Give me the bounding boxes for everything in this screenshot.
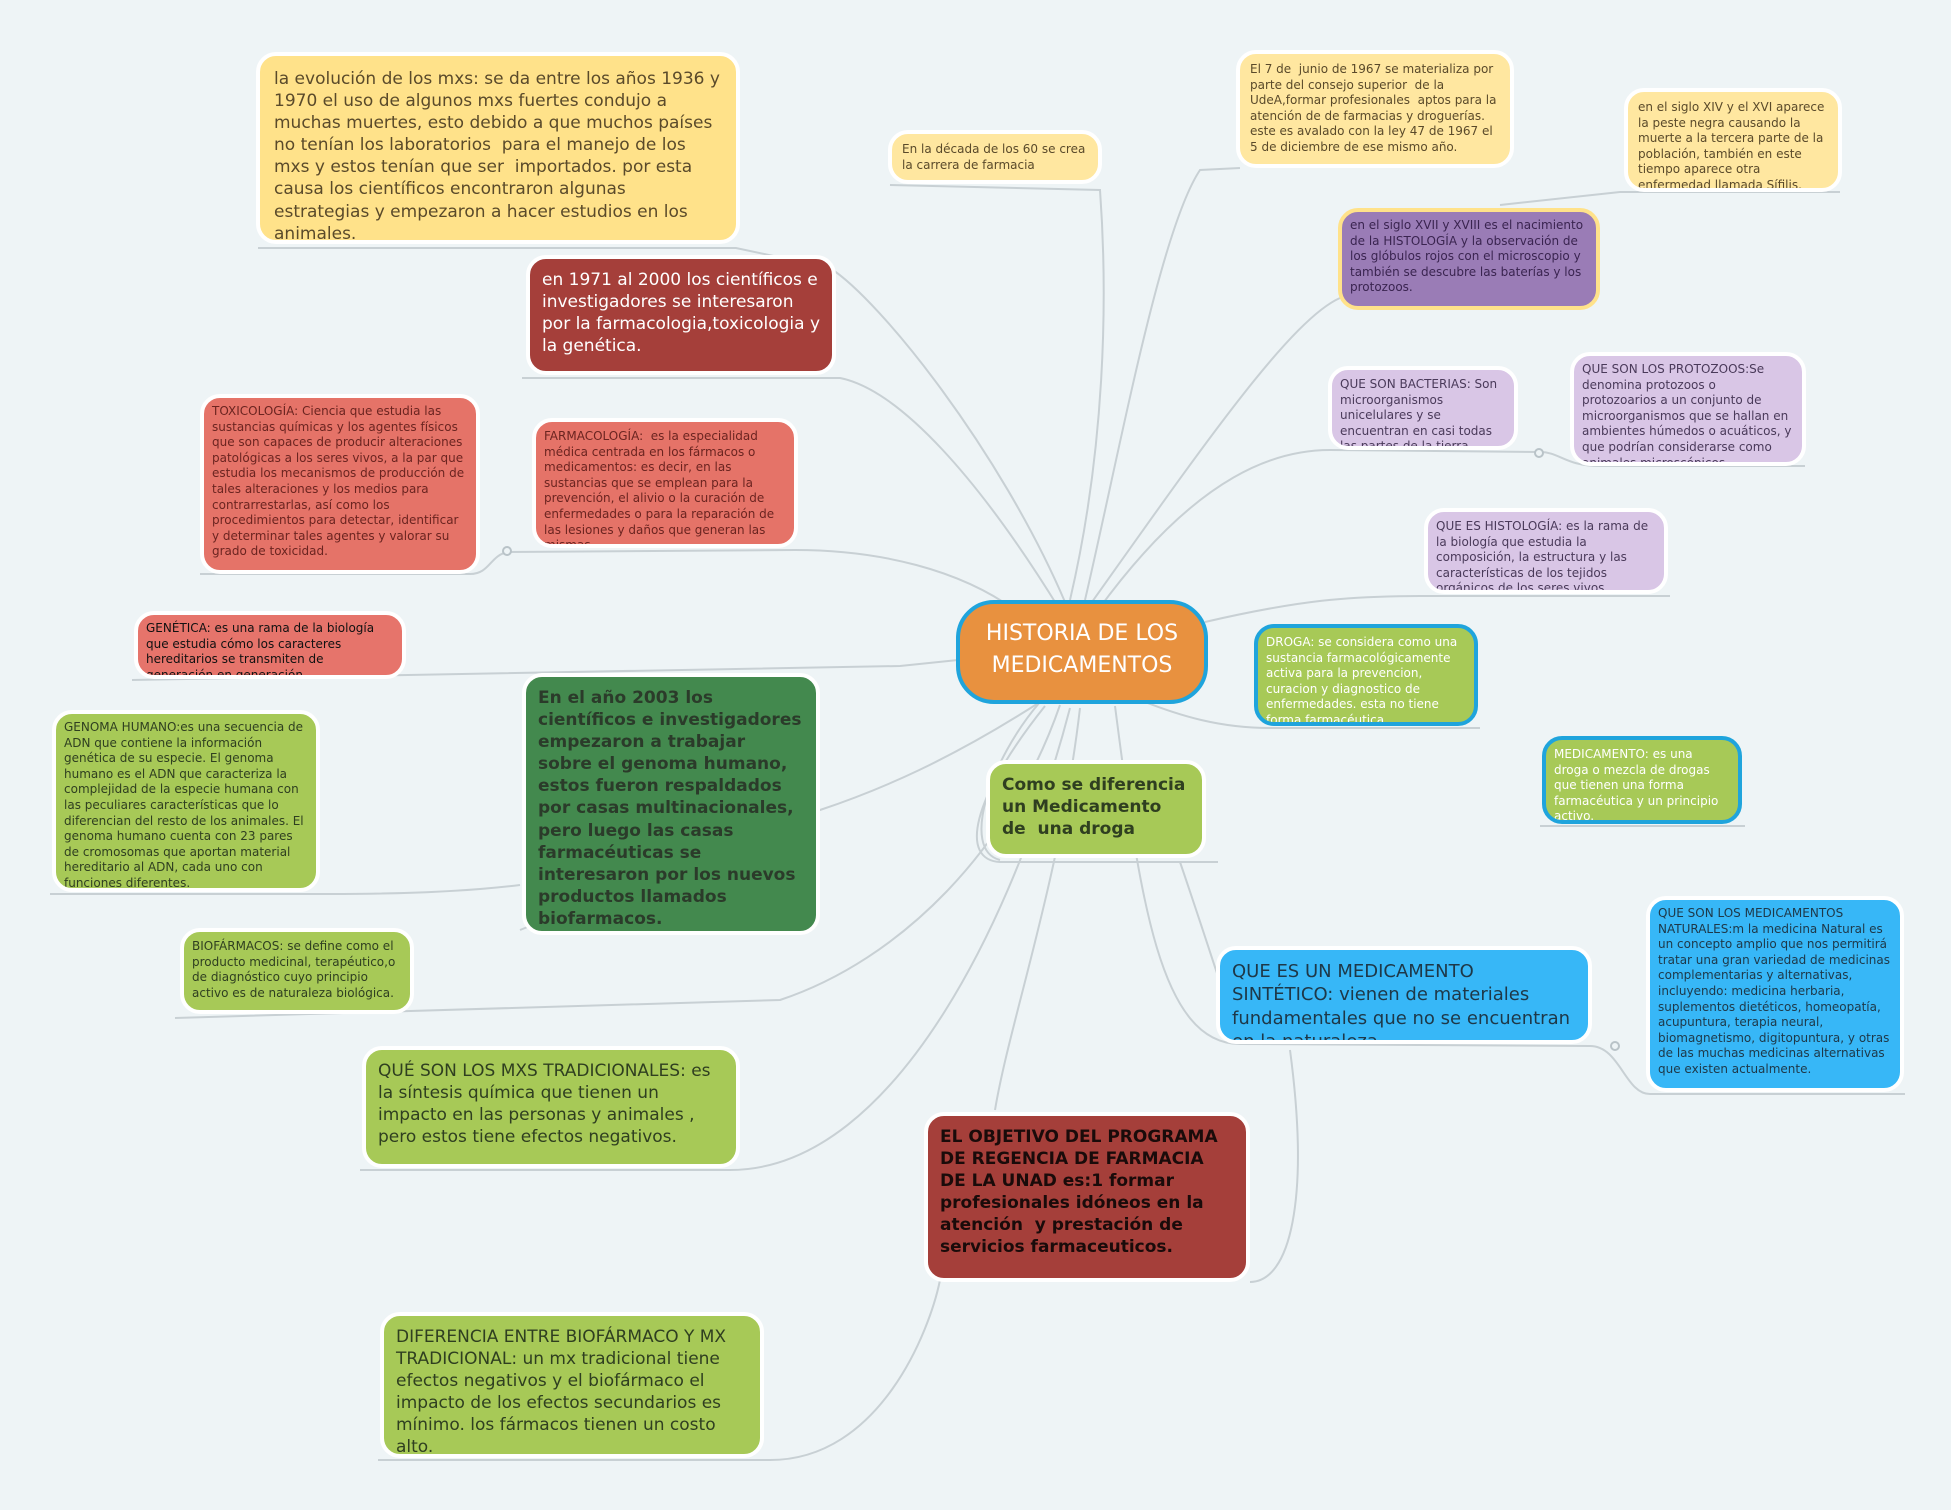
link-decada60 bbox=[889, 184, 1105, 601]
node-medicamento-text: MEDICAMENTO: es una droga o mezcla de dr… bbox=[1554, 747, 1723, 824]
node-anos1971[interactable]: en 1971 al 2000 los científicos e invest… bbox=[526, 255, 836, 375]
node-sigloXIV-text: en el siglo XIV y el XVI aparece la pest… bbox=[1638, 100, 1829, 192]
link-sigloXIV bbox=[1499, 191, 1840, 206]
node-biovstrad[interactable]: DIFERENCIA ENTRE BIOFÁRMACO Y MX TRADICI… bbox=[380, 1312, 764, 1458]
link-bacterias bbox=[1097, 448, 1541, 611]
link-farmacologia bbox=[507, 548, 1016, 611]
link-junio1967 bbox=[1084, 167, 1241, 601]
node-medicamento[interactable]: MEDICAMENTO: es una droga o mezcla de dr… bbox=[1542, 736, 1742, 824]
collapse-toggle-toxicologia[interactable] bbox=[502, 546, 512, 556]
collapse-toggle-naturales[interactable] bbox=[1610, 1041, 1620, 1051]
link-droga bbox=[1139, 699, 1480, 729]
node-toxicologia-text: TOXICOLOGÍA: Ciencia que estudia las sus… bbox=[212, 404, 468, 559]
node-genetica[interactable]: GENÉTICA: es una rama de la biología que… bbox=[134, 611, 406, 679]
node-anio2003-text: En el año 2003 los científicos e investi… bbox=[538, 688, 808, 929]
collapse-toggle-bacterias[interactable] bbox=[1534, 448, 1544, 458]
node-sigloXVII[interactable]: en el siglo XVII y XVIII es el nacimient… bbox=[1338, 208, 1600, 310]
node-farmacologia-text: FARMACOLOGÍA: es la especialidad médica … bbox=[544, 429, 778, 548]
node-diferencia-text: Como se diferencia un Medicamento de una… bbox=[1002, 775, 1192, 840]
node-sintetico[interactable]: QUE ES UN MEDICAMENTO SINTÉTICO: vienen … bbox=[1216, 946, 1592, 1044]
node-droga-text: DROGA: se considera como una sustancia f… bbox=[1266, 635, 1462, 726]
node-toxicologia[interactable]: TOXICOLOGÍA: Ciencia que estudia las sus… bbox=[200, 394, 480, 574]
node-sigloXVII-text: en el siglo XVII y XVIII es el nacimient… bbox=[1350, 218, 1587, 295]
link-anio2003 bbox=[519, 701, 1041, 931]
link-naturales bbox=[1589, 1045, 1905, 1095]
node-droga[interactable]: DROGA: se considera como una sustancia f… bbox=[1254, 624, 1478, 726]
link-sigloXVII bbox=[1091, 297, 1341, 603]
node-bacterias-text: QUE SON BACTERIAS: Son microorganismos u… bbox=[1340, 377, 1501, 450]
link-biovstrad bbox=[378, 1279, 941, 1461]
central-topic-text: HISTORIA DE LOS MEDICAMENTOS bbox=[985, 621, 1186, 678]
central-topic[interactable]: HISTORIA DE LOS MEDICAMENTOS bbox=[956, 600, 1208, 704]
node-tradicionales-text: QUÉ SON LOS MXS TRADICIONALES: es la sín… bbox=[378, 1061, 716, 1148]
node-naturales[interactable]: QUE SON LOS MEDICAMENTOS NATURALES:m la … bbox=[1646, 896, 1904, 1092]
node-objetivo[interactable]: EL OBJETIVO DEL PROGRAMA DE REGENCIA DE … bbox=[924, 1112, 1250, 1282]
link-histologia bbox=[1204, 595, 1670, 623]
node-bacterias[interactable]: QUE SON BACTERIAS: Son microorganismos u… bbox=[1328, 366, 1518, 450]
node-objetivo-text: EL OBJETIVO DEL PROGRAMA DE REGENCIA DE … bbox=[940, 1127, 1224, 1258]
node-sintetico-text: QUE ES UN MEDICAMENTO SINTÉTICO: vienen … bbox=[1232, 961, 1576, 1044]
node-histologia-text: QUE ES HISTOLOGÍA: es la rama de la biol… bbox=[1436, 519, 1652, 594]
link-anos1971 bbox=[522, 377, 1061, 611]
node-protozoos[interactable]: QUE SON LOS PROTOZOOS:Se denomina protoz… bbox=[1570, 352, 1806, 466]
node-evolucion-text: la evolución de los mxs: se da entre los… bbox=[274, 69, 726, 244]
node-biovstrad-text: DIFERENCIA ENTRE BIOFÁRMACO Y MX TRADICI… bbox=[396, 1327, 732, 1458]
link-diferencia bbox=[975, 705, 1218, 863]
node-diferencia[interactable]: Como se diferencia un Medicamento de una… bbox=[986, 760, 1206, 858]
node-decada60[interactable]: En la década de los 60 se crea la carrer… bbox=[888, 130, 1102, 184]
node-naturales-text: QUE SON LOS MEDICAMENTOS NATURALES:m la … bbox=[1658, 906, 1894, 1076]
node-sigloXIV[interactable]: en el siglo XIV y el XVI aparece la pest… bbox=[1624, 88, 1842, 192]
node-genoma[interactable]: GENOMA HUMANO:es una secuencia de ADN qu… bbox=[52, 710, 320, 892]
node-biofarmacos-text: BIOFÁRMACOS: se define como el producto … bbox=[192, 939, 400, 1000]
link-evolucion bbox=[258, 247, 1066, 603]
node-tradicionales[interactable]: QUÉ SON LOS MXS TRADICIONALES: es la sín… bbox=[362, 1046, 740, 1168]
node-evolucion[interactable]: la evolución de los mxs: se da entre los… bbox=[256, 52, 740, 244]
node-junio1967[interactable]: El 7 de junio de 1967 se materializa por… bbox=[1236, 50, 1514, 168]
node-decada60-text: En la década de los 60 se crea la carrer… bbox=[902, 142, 1090, 172]
link-genoma bbox=[50, 884, 521, 895]
node-anos1971-text: en 1971 al 2000 los científicos e invest… bbox=[542, 270, 826, 357]
node-genoma-text: GENOMA HUMANO:es una secuencia de ADN qu… bbox=[64, 720, 308, 890]
link-objetivo-2 bbox=[1249, 1049, 1299, 1283]
node-anio2003[interactable]: En el año 2003 los científicos e investi… bbox=[522, 673, 820, 935]
node-farmacologia[interactable]: FARMACOLOGÍA: es la especialidad médica … bbox=[532, 418, 798, 548]
node-genetica-text: GENÉTICA: es una rama de la biología que… bbox=[146, 621, 378, 679]
node-biofarmacos[interactable]: BIOFÁRMACOS: se define como el producto … bbox=[180, 928, 414, 1014]
node-junio1967-text: El 7 de junio de 1967 se materializa por… bbox=[1250, 62, 1501, 154]
node-protozoos-text: QUE SON LOS PROTOZOOS:Se denomina protoz… bbox=[1582, 362, 1796, 466]
node-histologia[interactable]: QUE ES HISTOLOGÍA: es la rama de la biol… bbox=[1424, 508, 1668, 594]
